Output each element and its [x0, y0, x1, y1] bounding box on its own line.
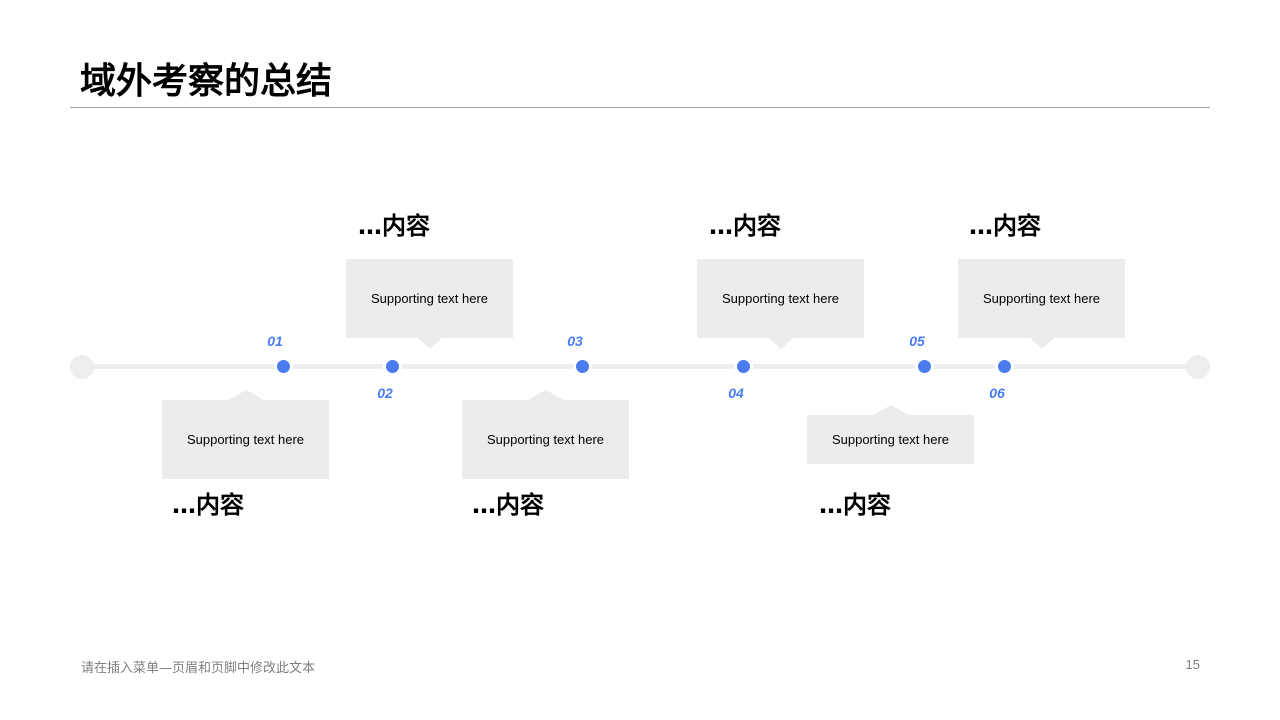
milestone-number-02: 02 — [377, 385, 393, 401]
milestone-callout-06: Supporting text here — [958, 259, 1125, 349]
milestone-heading-02: …内容 — [358, 212, 430, 240]
milestone-number-04: 04 — [728, 385, 744, 401]
milestone-dot-01 — [277, 360, 290, 373]
milestone-text-03: Supporting text here — [486, 432, 605, 447]
milestone-dot-03 — [576, 360, 589, 373]
milestone-text-02: Supporting text here — [370, 291, 489, 306]
milestone-text-05: Supporting text here — [831, 432, 950, 447]
milestone-number-05: 05 — [909, 333, 925, 349]
milestone-dot-04 — [737, 360, 750, 373]
milestone-heading-06: …内容 — [969, 212, 1041, 240]
milestone-number-06: 06 — [989, 385, 1005, 401]
milestone-callout-01: Supporting text here — [162, 390, 329, 479]
timeline-start-cap — [70, 355, 94, 379]
milestone-heading-03: …内容 — [472, 491, 544, 519]
milestone-callout-03: Supporting text here — [462, 390, 629, 479]
milestone-heading-01: …内容 — [172, 491, 244, 519]
milestone-dot-06 — [998, 360, 1011, 373]
milestone-number-01: 01 — [267, 333, 283, 349]
page-number: 15 — [1185, 657, 1200, 672]
milestone-callout-05: Supporting text here — [807, 405, 974, 464]
footer-text: 请在插入菜单—页眉和页脚中修改此文本 — [81, 661, 316, 676]
milestone-callout-04: Supporting text here — [697, 259, 864, 349]
milestone-callout-02: Supporting text here — [346, 259, 513, 349]
milestone-text-06: Supporting text here — [982, 291, 1101, 306]
timeline-end-cap — [1186, 355, 1210, 379]
milestone-text-01: Supporting text here — [186, 432, 305, 447]
milestone-number-03: 03 — [567, 333, 583, 349]
slide-title: 域外考察的总结 — [80, 61, 333, 102]
milestone-dot-05 — [918, 360, 931, 373]
timeline-line — [82, 364, 1198, 369]
milestone-text-04: Supporting text here — [721, 291, 840, 306]
milestone-heading-04: …内容 — [709, 212, 781, 240]
milestone-dot-02 — [386, 360, 399, 373]
title-divider — [70, 107, 1210, 108]
milestone-heading-05: …内容 — [819, 491, 891, 519]
